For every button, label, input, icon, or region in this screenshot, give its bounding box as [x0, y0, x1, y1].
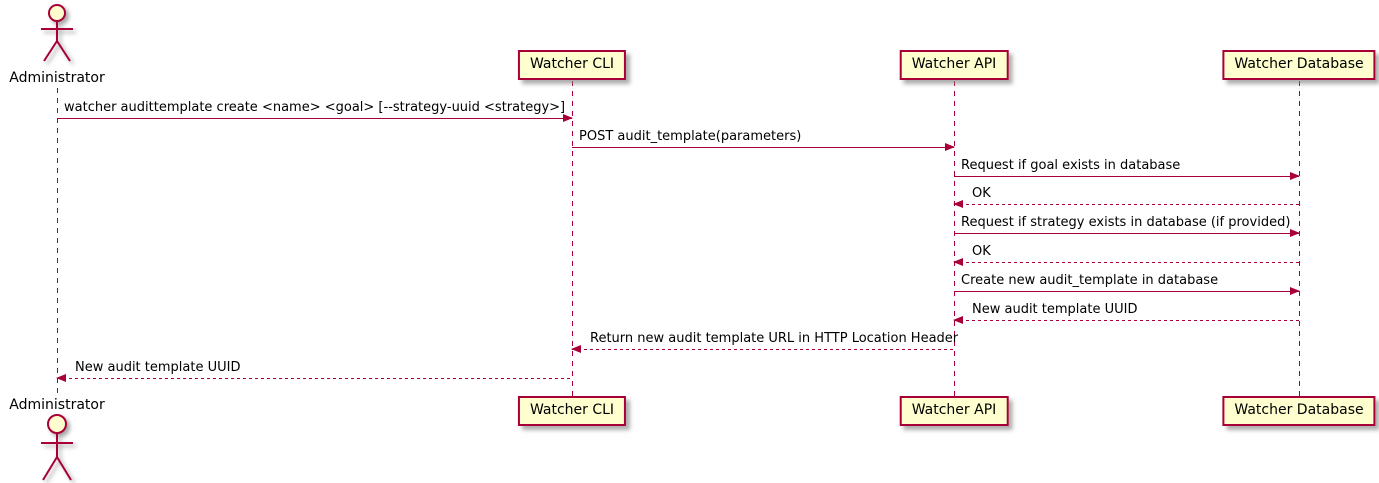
arrow-right [954, 229, 1300, 237]
message-label: Request if strategy exists in database (… [961, 215, 1291, 230]
message-create-audit-template-db: Create new audit_template in database [954, 273, 1300, 295]
arrow-right [954, 287, 1300, 295]
message-new-audit-template-uuid-db: New audit template UUID [953, 302, 1299, 324]
message-post-audit-template: POST audit_template(parameters) [572, 129, 955, 151]
participant-watcher-cli-bottom: Watcher CLI [517, 396, 627, 426]
arrow-left [953, 258, 1299, 266]
message-label: OK [972, 244, 991, 259]
message-label: New audit template UUID [972, 302, 1138, 317]
actor-icon [41, 4, 73, 62]
message-label: New audit template UUID [75, 360, 241, 375]
arrow-right [57, 114, 573, 122]
arrow-left [571, 345, 954, 353]
message-request-strategy-exists: Request if strategy exists in database (… [954, 215, 1300, 237]
message-return-url-location-header: Return new audit template URL in HTTP Lo… [571, 331, 959, 353]
message-label: Return new audit template URL in HTTP Lo… [590, 331, 959, 346]
message-label: POST audit_template(parameters) [579, 129, 802, 144]
lifeline-watcher-database [1299, 81, 1300, 396]
actor-label-bottom: Administrator [9, 397, 105, 413]
participant-watcher-database-top: Watcher Database [1222, 50, 1376, 80]
arrow-left [953, 200, 1299, 208]
message-new-audit-template-uuid-cli: New audit template UUID [56, 360, 572, 382]
participant-watcher-api-top: Watcher API [899, 50, 1009, 80]
message-label: OK [972, 186, 991, 201]
message-ok-goal: OK [953, 186, 1299, 208]
participant-watcher-database-bottom: Watcher Database [1222, 396, 1376, 426]
message-create-audittemplate: watcher audittemplate create <name> <goa… [57, 100, 573, 122]
actor-label-top: Administrator [9, 70, 105, 86]
actor-icon [41, 414, 73, 481]
message-ok-strategy: OK [953, 244, 1299, 266]
message-request-goal-exists: Request if goal exists in database [954, 158, 1300, 180]
arrow-right [572, 143, 955, 151]
arrow-right [954, 172, 1300, 180]
message-label: Request if goal exists in database [961, 158, 1181, 173]
participant-watcher-api-bottom: Watcher API [899, 396, 1009, 426]
message-label: Create new audit_template in database [961, 273, 1219, 288]
participant-watcher-cli-top: Watcher CLI [517, 50, 627, 80]
lifeline-watcher-api [954, 81, 955, 396]
lifeline-administrator [57, 88, 58, 396]
arrow-left [56, 374, 572, 382]
message-label: watcher audittemplate create <name> <goa… [64, 100, 566, 115]
arrow-left [953, 316, 1299, 324]
lifeline-watcher-cli [572, 81, 573, 396]
